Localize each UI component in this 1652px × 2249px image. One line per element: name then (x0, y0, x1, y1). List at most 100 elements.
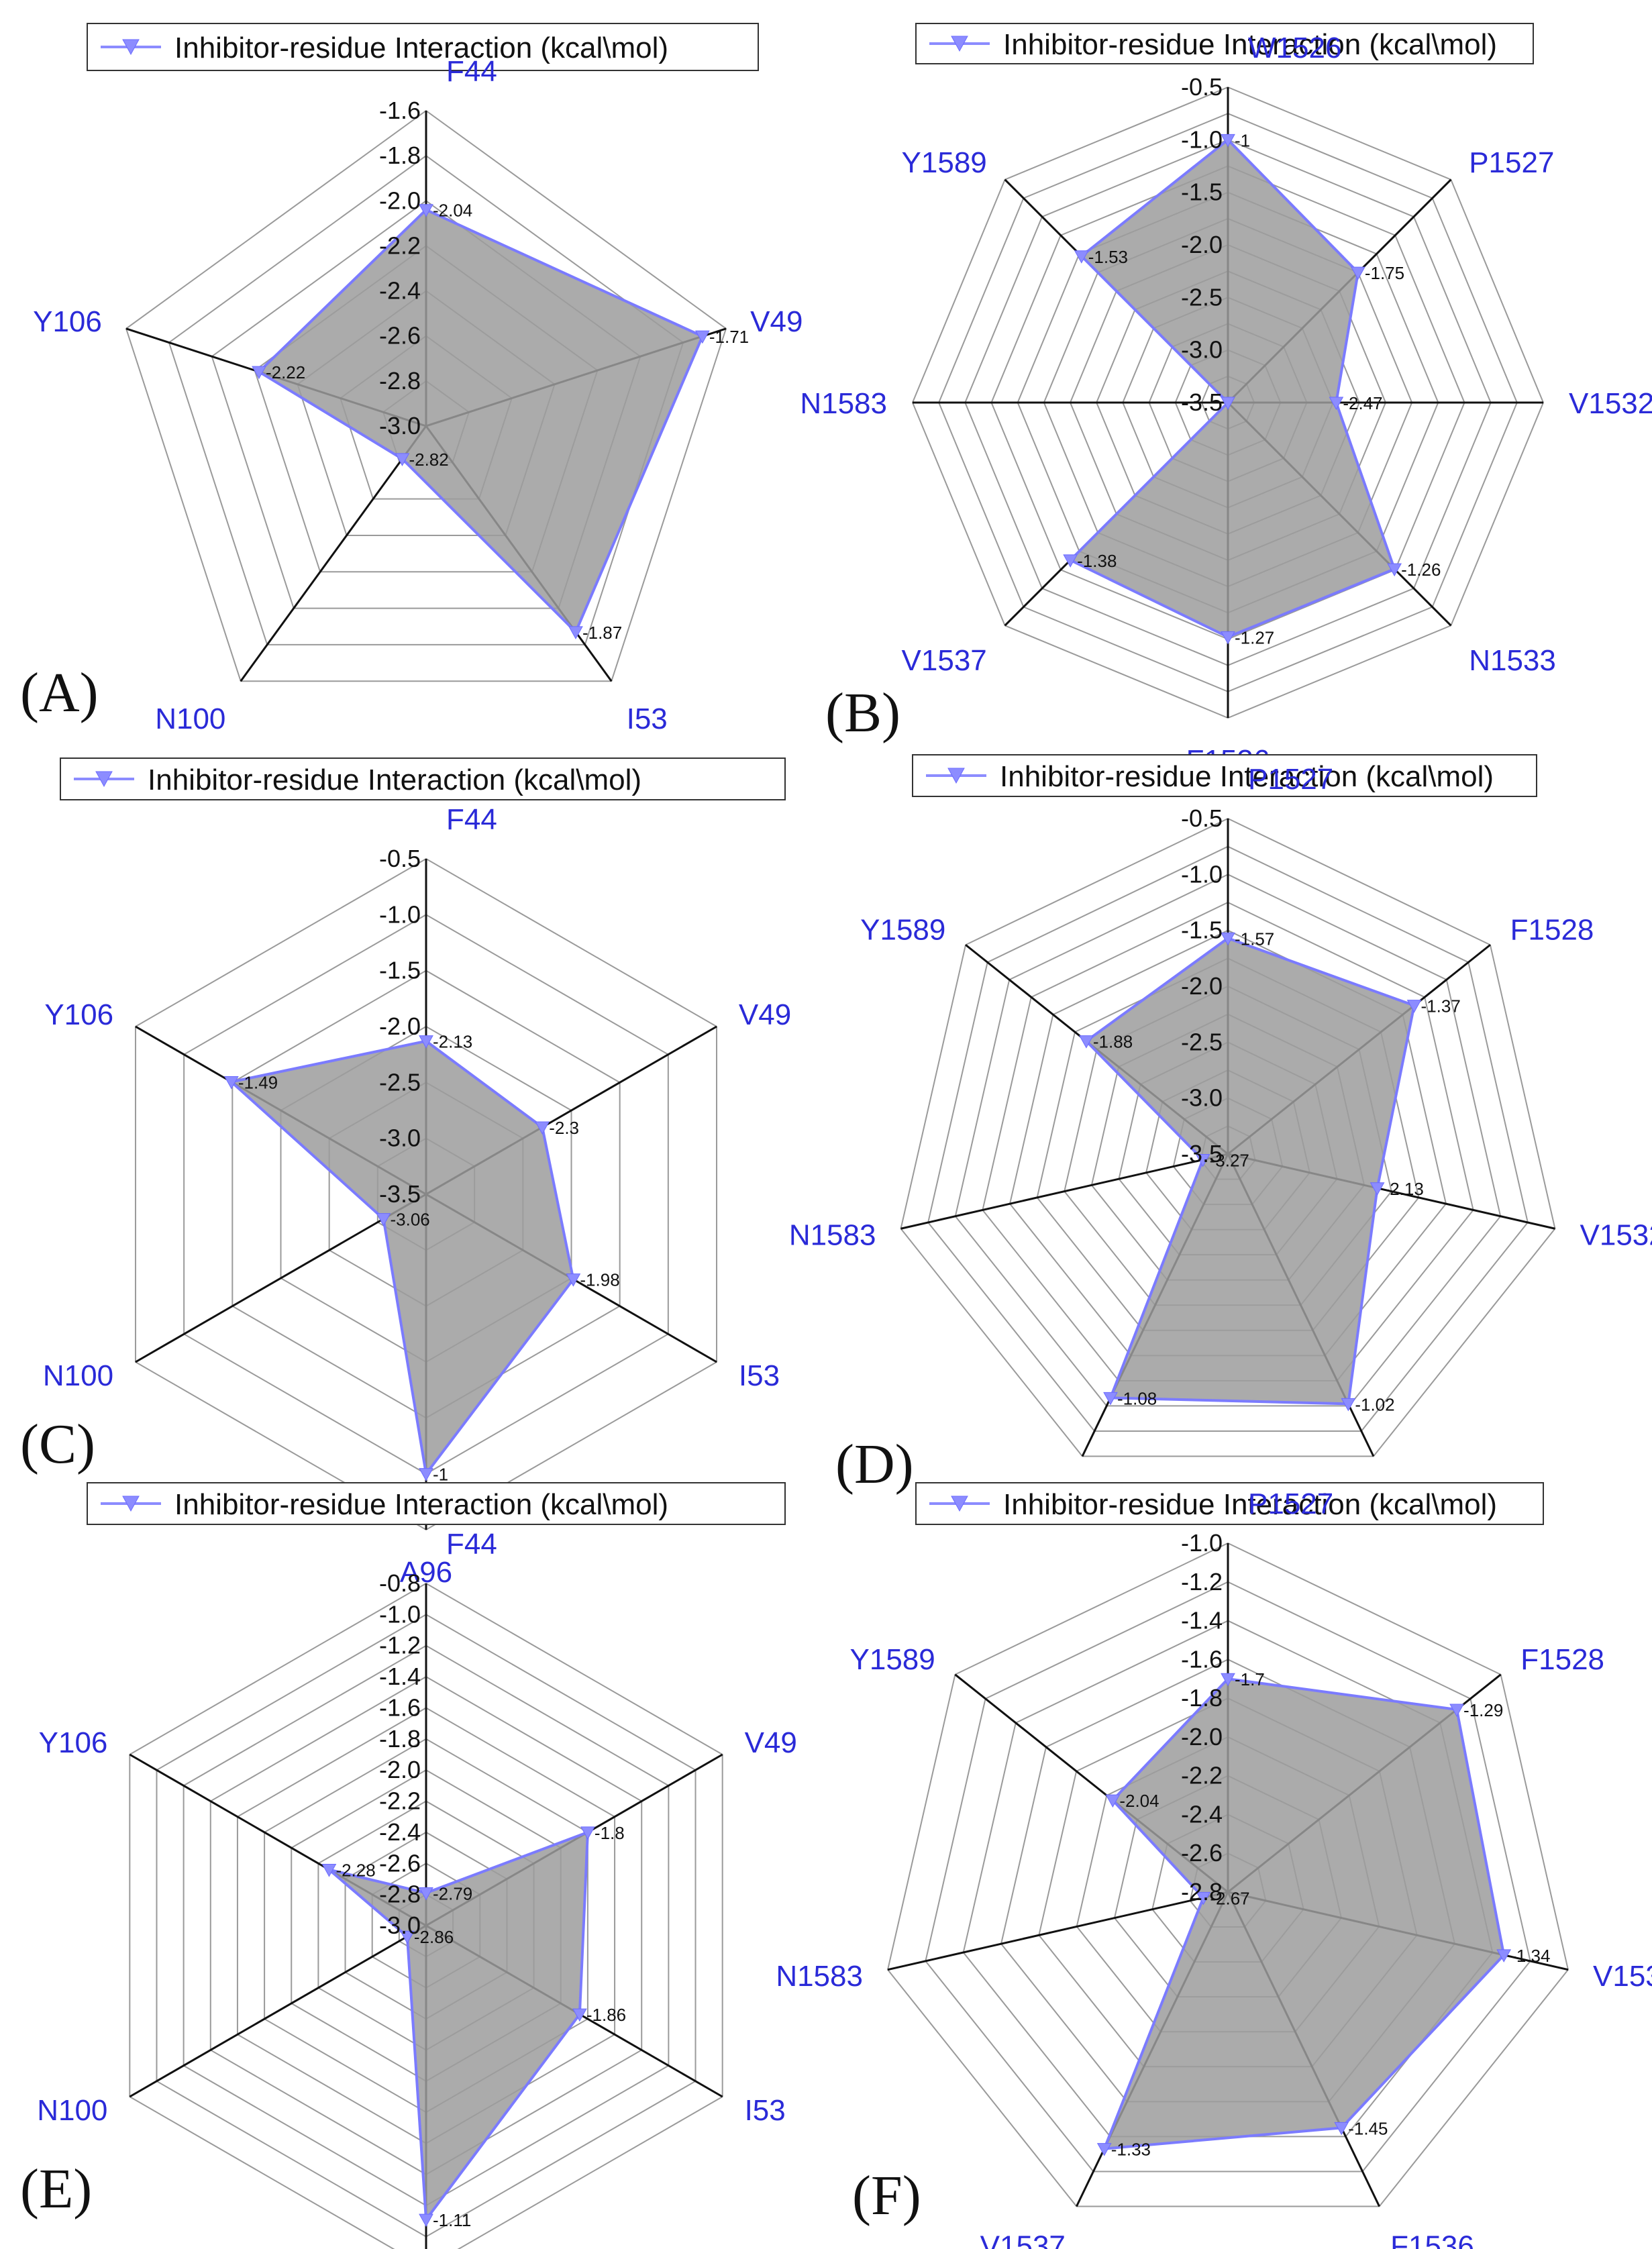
data-label-v1532: -2.13 (1384, 1179, 1424, 1199)
data-label-y106: -2.22 (266, 362, 305, 382)
axis-label-p1527: P1527 (1248, 763, 1333, 796)
data-point-i53 (572, 2008, 587, 2022)
legend-box (60, 757, 786, 800)
radar-panel-c: Inhibitor-residue Interaction (kcal\mol)… (20, 757, 791, 1589)
data-label-y1589: -1.88 (1093, 1032, 1133, 1052)
radar-panel-a: Inhibitor-residue Interaction (kcal\mol)… (20, 23, 803, 735)
data-point-f1536 (1341, 1398, 1356, 1412)
data-point-v1537 (1063, 554, 1078, 568)
data-label-n1583: -2.67 (1210, 1888, 1249, 1908)
legend-marker-triangle-icon (951, 36, 968, 52)
data-point-n1583 (1196, 1891, 1211, 1905)
data-label-y106: -1.49 (238, 1073, 278, 1093)
panel-label: (A) (20, 662, 99, 724)
data-point-i53 (566, 1273, 581, 1287)
axis-label-v49: V49 (750, 305, 803, 338)
axis-spoke-n100 (240, 425, 427, 682)
data-label-f44: -2.04 (433, 201, 472, 221)
data-point-f1536 (1334, 2122, 1349, 2136)
tick-label: -1.0 (379, 1600, 421, 1628)
axis-label-y106: Y106 (39, 1726, 108, 1759)
tick-label: -1.6 (379, 97, 421, 124)
data-point-n100 (400, 1930, 415, 1944)
tick-label: -2.6 (379, 322, 421, 350)
tick-label: -1.8 (379, 1725, 421, 1753)
axis-label-p1527: P1527 (1248, 1487, 1333, 1520)
grid-ring (900, 817, 1556, 1457)
panel-label: (C) (20, 1413, 95, 1475)
data-label-f44: -2.13 (433, 1032, 472, 1052)
tick-label: -3.5 (1181, 1140, 1223, 1167)
axis-label-y106: Y106 (44, 998, 113, 1031)
radar-panel-e: Inhibitor-residue Interaction (kcal\mol)… (20, 1482, 797, 2249)
axis-label-v1532: V1532 (1593, 1960, 1652, 1993)
tick-label: -0.5 (379, 845, 421, 872)
axis-label-i53: I53 (627, 702, 668, 735)
tick-label: -2.6 (379, 1849, 421, 1877)
axis-label-v1532: V1532 (1569, 387, 1652, 420)
axis-label-f1528: F1528 (1520, 1643, 1604, 1676)
data-point-p1527 (1221, 932, 1235, 946)
data-point-f44 (419, 204, 433, 217)
axis-label-f44: F44 (446, 55, 497, 88)
legend-entry: Inhibitor-residue Interaction (kcal\mol) (1000, 760, 1494, 793)
tick-label: -3.5 (1181, 388, 1223, 416)
data-point-y106 (321, 1864, 337, 1877)
tick-label: -0.5 (1181, 804, 1223, 832)
panel-label: (D) (835, 1433, 914, 1496)
legend-marker-triangle-icon (947, 768, 965, 784)
tick-label: -3.0 (379, 1912, 421, 1939)
axis-spoke-n1583 (900, 1153, 1229, 1230)
axis-spoke-n1583 (887, 1891, 1229, 1971)
legend-box (912, 754, 1537, 797)
grid-ring (954, 874, 1502, 1407)
tick-label: -2.5 (1181, 1028, 1223, 1055)
data-label-p1527: -1.7 (1235, 1669, 1265, 1689)
data-point-n1583 (1221, 397, 1235, 411)
legend-entry: Inhibitor-residue Interaction (kcal\mol) (1003, 1488, 1497, 1521)
tick-label: -1.0 (379, 900, 421, 928)
axis-label-v1537: V1537 (980, 2230, 1066, 2249)
tick-label: -1.8 (379, 142, 421, 169)
axis-label-n100: N100 (37, 2094, 107, 2127)
tick-label: -1.0 (1181, 1529, 1223, 1557)
tick-label: -0.8 (379, 1569, 421, 1597)
tick-label: -2.5 (379, 1068, 421, 1096)
series-area (257, 208, 704, 633)
tick-label: -1.4 (379, 1663, 421, 1690)
data-label-a96: -1.11 (433, 2210, 471, 2230)
axis-label-n1533: N1533 (1469, 644, 1556, 677)
grid-ring (927, 845, 1529, 1432)
data-point-n100 (395, 453, 410, 466)
tick-label: -2.0 (379, 1012, 421, 1040)
legend-box (915, 1482, 1544, 1525)
panel-label: (F) (852, 2164, 921, 2227)
legend-box (87, 23, 759, 71)
tick-label: -1.6 (1181, 1645, 1223, 1673)
legend-entry: Inhibitor-residue Interaction (kcal\mol) (148, 764, 641, 796)
tick-label: -2.6 (1181, 1839, 1223, 1867)
tick-label: -2.5 (1181, 283, 1223, 311)
data-point-f1536 (1221, 631, 1235, 645)
data-label-y106: -2.28 (335, 1861, 375, 1881)
legend-entry: Inhibitor-residue Interaction (kcal\mol) (1003, 28, 1497, 61)
tick-label: -3.0 (379, 412, 421, 439)
tick-label: -2.4 (379, 277, 421, 305)
tick-label: -2.2 (379, 231, 421, 259)
data-point-f44 (419, 1035, 433, 1049)
data-label-i53: -1.98 (580, 1270, 619, 1290)
radar-panel-f: Inhibitor-residue Interaction (kcal\mol)… (776, 1482, 1652, 2249)
tick-label: -2.2 (379, 1787, 421, 1815)
panel-label: (B) (825, 682, 900, 744)
data-label-f1536: -1.27 (1235, 627, 1274, 647)
data-label-f1536: -1.02 (1355, 1394, 1394, 1414)
data-label-v49: -1.8 (595, 1823, 625, 1843)
data-label-p1527: -1.57 (1235, 929, 1274, 949)
data-label-y1589: -2.04 (1119, 1791, 1159, 1811)
axis-label-w1526: W1526 (1248, 32, 1341, 64)
data-label-a96: -1 (433, 1465, 448, 1485)
data-point-v1537 (1096, 2143, 1112, 2156)
data-label-n100: -2.82 (409, 450, 448, 470)
axis-spoke-n100 (129, 1924, 427, 2098)
axis-label-i53: I53 (745, 2094, 786, 2127)
